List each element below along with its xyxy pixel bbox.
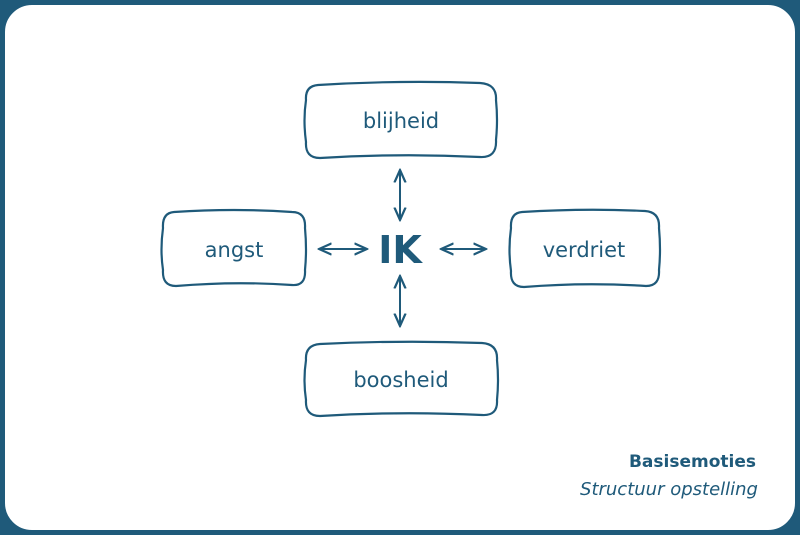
node-boosheid: boosheid <box>303 340 500 418</box>
caption-subtitle: Structuur opstelling <box>580 479 758 500</box>
node-angst-box <box>160 208 308 288</box>
center-label: IK <box>378 228 423 272</box>
caption-title: Basisemoties <box>628 452 756 472</box>
node-blijheid: blijheid <box>303 80 499 160</box>
node-verdriet: verdriet <box>508 208 662 289</box>
node-verdriet-box <box>508 208 662 289</box>
node-boosheid-box <box>303 340 500 418</box>
node-angst: angst <box>160 208 308 288</box>
node-blijheid-box <box>303 80 499 160</box>
node-blijheid-label: blijheid <box>363 109 439 133</box>
node-angst-label: angst <box>205 238 264 262</box>
node-verdriet-label: verdriet <box>543 238 626 262</box>
node-boosheid-label: boosheid <box>353 368 448 392</box>
